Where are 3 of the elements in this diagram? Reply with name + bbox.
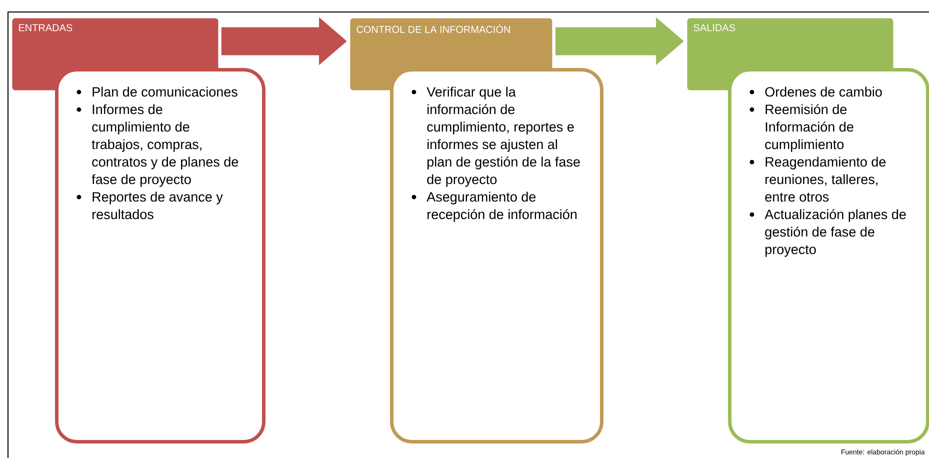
process-box: Ordenes de cambio Reemisión de Información de cumplimiento Reagendamiento de reuniones, talleres, entre otros Actualización planes de gestión de fase de proyecto	[728, 68, 929, 444]
process-box: Plan de comunicaciones Informes de cumplimiento de trabajos, compras, contratos y de planes de fase de proyecto Reportes de avance y resultados	[55, 68, 266, 444]
process-box: Verificar que la información de cumplimiento, reportes e informes se ajusten al plan de gestión de la fase de proyecto Aseguramiento de recepción de información	[390, 68, 604, 444]
